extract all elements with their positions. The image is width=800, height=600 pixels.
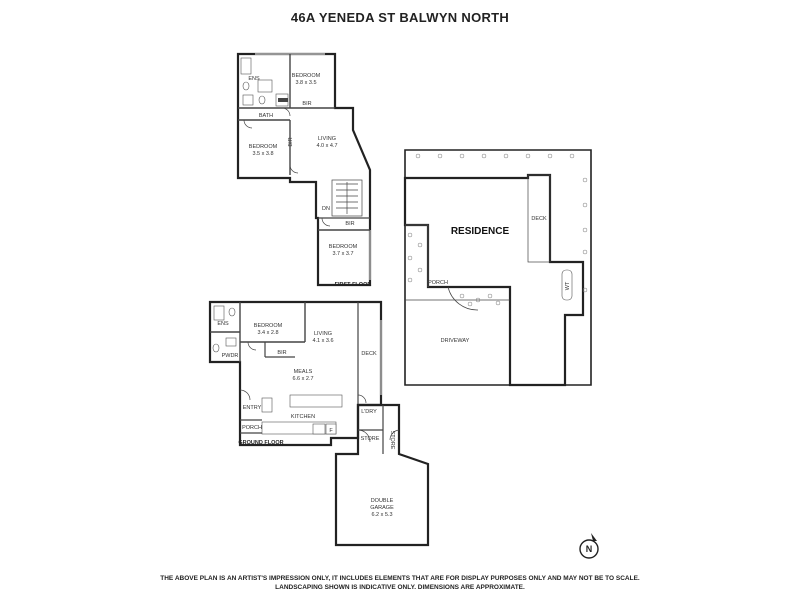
ground-floor-label: GROUND FLOOR	[238, 440, 283, 446]
ff-bedroom3-label: BEDROOM	[329, 244, 358, 250]
gf-store1-label: STORE	[361, 436, 380, 442]
gf-porch-label: PORCH	[242, 425, 262, 431]
ff-bedroom2-dim: 3.5 x 3.8	[252, 151, 273, 157]
ff-living-label: LIVING	[318, 136, 336, 142]
site-wt-label: WT	[565, 281, 571, 290]
north-arrow-label: N	[586, 544, 593, 554]
ff-bir1-label: BIR	[302, 101, 311, 107]
gf-bedroom-dim: 3.4 x 2.8	[257, 330, 278, 336]
gf-living-dim: 4.1 x 3.6	[312, 338, 333, 344]
gf-store2-label: STORE	[389, 431, 395, 450]
gf-bedroom-label: BEDROOM	[254, 323, 283, 329]
page-title: 46A YENEDA ST BALWYN NORTH	[290, 10, 510, 25]
ff-bir2-label: BIR	[288, 137, 294, 146]
gf-ldry-label: L'DRY	[361, 409, 377, 415]
disclaimer: THE ABOVE PLAN IS AN ARTIST'S IMPRESSION…	[0, 574, 800, 592]
disclaimer-line-2: LANDSCAPING SHOWN IS INDICATIVE ONLY. DI…	[275, 584, 525, 591]
ground-floor-plan: ENS BEDROOM 3.4 x 2.8 LIVING 4.1 x 3.6 P…	[208, 300, 383, 447]
disclaimer-line-1: THE ABOVE PLAN IS AN ARTIST'S IMPRESSION…	[160, 575, 640, 582]
gf-deck-label: DECK	[361, 351, 377, 357]
ff-bedroom2-label: BEDROOM	[249, 144, 278, 150]
gf-ens-label: ENS	[217, 321, 229, 327]
site-porch-label: PORCH	[428, 280, 448, 286]
gf-kitchen-label: KITCHEN	[291, 414, 315, 420]
first-floor-label: FIRST FLOOR	[335, 282, 372, 288]
ff-bedroom3-dim: 3.7 x 3.7	[332, 251, 353, 257]
site-driveway-label: DRIVEWAY	[441, 338, 470, 344]
site-plan: RESIDENCE DECK PORCH DRIVEWAY WT	[403, 149, 592, 387]
ff-living-dim: 4.0 x 4.7	[316, 143, 337, 149]
site-deck-label: DECK	[531, 216, 547, 222]
ff-bath-label: BATH	[259, 113, 273, 119]
north-arrow-icon: N	[579, 533, 599, 559]
gf-living-label: LIVING	[314, 331, 332, 337]
ff-dn-label: DN	[322, 206, 330, 212]
gf-bir-label: BIR	[277, 350, 286, 356]
ff-bir3-label: BIR	[345, 221, 354, 227]
site-landscaping	[407, 153, 588, 307]
ff-bedroom1-dim: 3.8 x 3.5	[295, 80, 316, 86]
gf-fridge-label: F	[329, 428, 333, 434]
garage-plan: STORE STORE DOUBLE GARAGE 6.2 x 5.3	[334, 403, 430, 547]
ff-bedroom1-label: BEDROOM	[292, 73, 321, 79]
first-floor-plan: ENS BEDROOM 3.8 x 3.5 BIR BATH BIR LIVIN…	[236, 52, 372, 288]
gf-garage-dim: 6.2 x 5.3	[371, 512, 392, 518]
gf-pwdr-label: PWDR	[222, 353, 239, 359]
gf-garage-label-2: GARAGE	[370, 505, 394, 511]
gf-entry-label: ENTRY	[243, 405, 262, 411]
gf-garage-label-1: DOUBLE	[371, 498, 394, 504]
site-residence-label: RESIDENCE	[451, 226, 510, 237]
ff-ens-label: ENS	[248, 76, 260, 82]
gf-meals-label: MEALS	[294, 369, 313, 375]
gf-meals-dim: 6.6 x 2.7	[292, 376, 313, 382]
